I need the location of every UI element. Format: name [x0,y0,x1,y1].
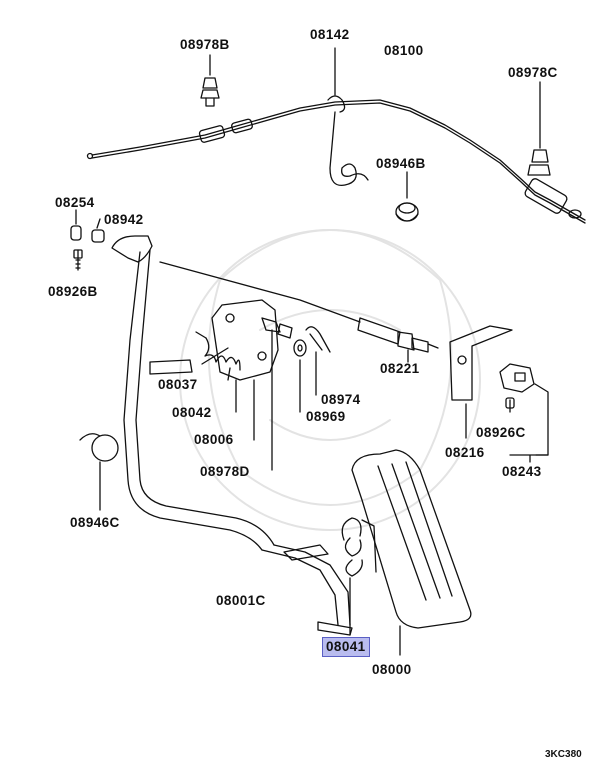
nut-08942[interactable] [91,218,105,243]
label-08042: 08042 [172,405,212,420]
label-08000: 08000 [372,662,412,677]
label-08006: 08006 [194,432,234,447]
label-08926c: 08926C [476,425,526,440]
grommet-08946c[interactable] [79,433,119,511]
pedal-bracket[interactable] [211,299,279,441]
label-08946c: 08946C [70,515,120,530]
pedal-shaft-08037[interactable] [149,347,229,375]
watermark-emblem [179,229,481,531]
label-08926b: 08926B [48,284,98,299]
pedal-pad-08000[interactable] [351,449,472,656]
bolt-08926b[interactable] [73,249,83,271]
washer-08969[interactable] [293,339,307,413]
leader-08243-bracket [509,454,549,463]
bolt-08926c[interactable] [505,397,515,413]
bolt-08978d[interactable] [261,317,293,471]
label-08037: 08037 [158,377,198,392]
cable-clip[interactable] [327,47,369,187]
accelerator-cable[interactable] [86,99,586,224]
bolt-08978b[interactable] [200,54,220,107]
label-08978c: 08978C [508,65,558,80]
label-08942: 08942 [104,212,144,227]
label-08254: 08254 [55,195,95,210]
return-spring-08042[interactable] [195,331,241,381]
label-08969: 08969 [306,409,346,424]
cable-rod-08221[interactable] [159,261,439,363]
bracket-08216[interactable] [449,325,513,439]
label-08978b: 08978B [180,37,230,52]
stopper-08243[interactable] [499,363,549,456]
pedal-spring-08041[interactable] [341,517,377,636]
label-08974: 08974 [321,392,361,407]
label-08946b: 08946B [376,156,426,171]
label-08978d: 08978D [200,464,250,479]
grommet-08946b[interactable] [395,171,419,222]
cotter-pin-08974[interactable] [305,326,331,396]
label-08001c: 08001C [216,593,266,608]
label-08243: 08243 [502,464,542,479]
diagram-code: 3KC380 [545,749,582,760]
label-08221: 08221 [380,361,420,376]
bushing-08254[interactable] [70,209,82,241]
label-08216: 08216 [445,445,485,460]
bolt-08978c[interactable] [527,81,551,176]
label-08041-highlighted[interactable]: 08041 [322,637,370,657]
label-08142: 08142 [310,27,350,42]
label-08100: 08100 [384,43,424,58]
